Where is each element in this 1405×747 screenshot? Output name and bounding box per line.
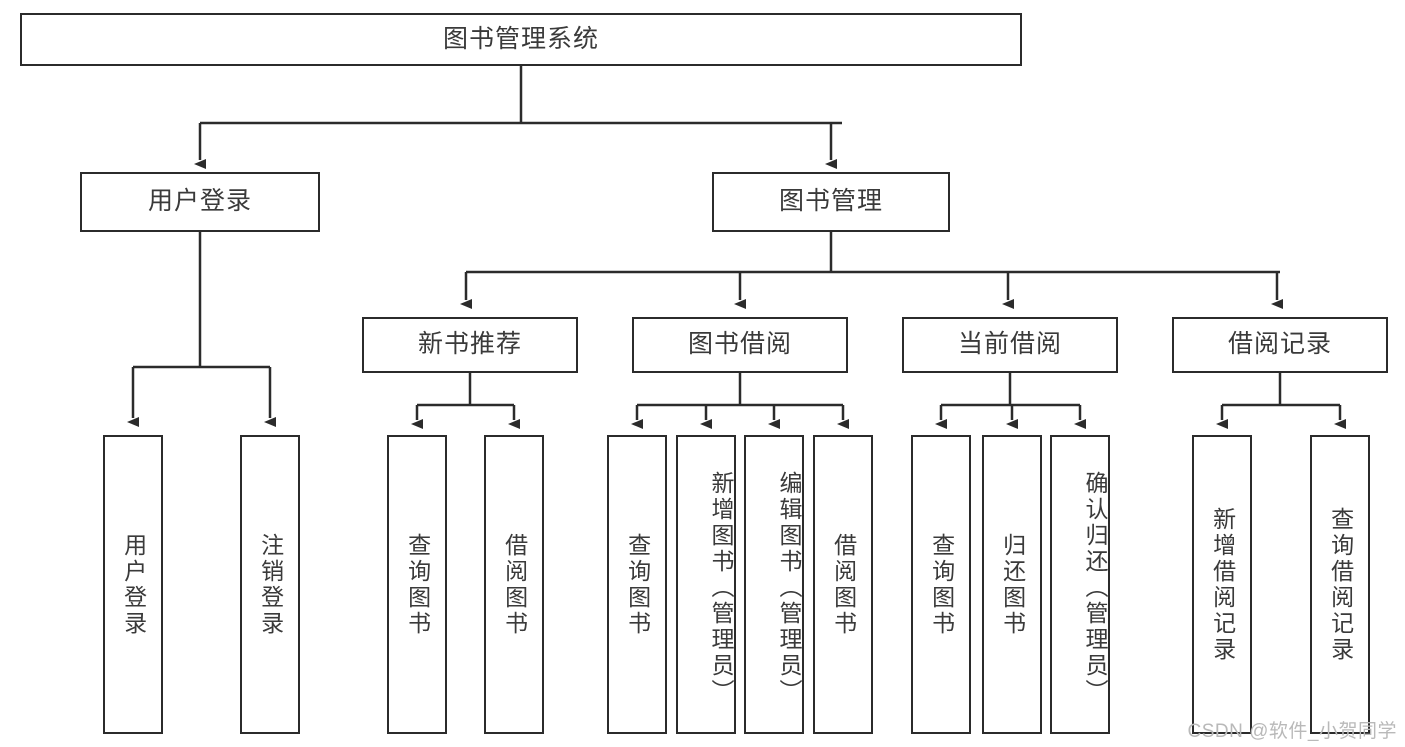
leaf-confirm-return-admin-label: 确认归还（管理员） <box>1082 470 1108 705</box>
node-current-borrow[interactable]: 当前借阅 <box>902 317 1118 373</box>
node-book-management[interactable]: 图书管理 <box>712 172 950 232</box>
node-book-management-label: 图书管理 <box>778 187 883 216</box>
leaf-lend-book[interactable]: 借阅图书 <box>813 435 873 734</box>
node-new-book-recommend[interactable]: 新书推荐 <box>362 317 578 373</box>
node-current-borrow-label: 当前借阅 <box>957 330 1062 359</box>
node-user-login-label: 用户登录 <box>147 187 252 216</box>
leaf-query-book-borrow[interactable]: 查询图书 <box>607 435 667 734</box>
leaf-query-book-current[interactable]: 查询图书 <box>911 435 971 734</box>
leaf-lend-book-label: 借阅图书 <box>830 532 857 637</box>
node-root-system[interactable]: 图书管理系统 <box>20 13 1022 66</box>
leaf-logout[interactable]: 注销登录 <box>240 435 300 734</box>
node-book-borrow[interactable]: 图书借阅 <box>632 317 848 373</box>
leaf-add-borrow-record[interactable]: 新增借阅记录 <box>1192 435 1252 734</box>
csdn-watermark: CSDN @软件_小贺同学 <box>1187 721 1397 742</box>
leaf-borrow-book-recommend[interactable]: 借阅图书 <box>484 435 544 734</box>
node-borrow-record[interactable]: 借阅记录 <box>1172 317 1388 373</box>
leaf-edit-book-admin[interactable]: 编辑图书（管理员） <box>744 435 804 734</box>
leaf-logout-label: 注销登录 <box>257 532 284 637</box>
node-user-login[interactable]: 用户登录 <box>80 172 320 232</box>
node-book-borrow-label: 图书借阅 <box>687 330 792 359</box>
node-new-book-recommend-label: 新书推荐 <box>417 330 522 359</box>
leaf-user-login-label: 用户登录 <box>120 532 147 637</box>
leaf-query-book-recommend[interactable]: 查询图书 <box>387 435 447 734</box>
leaf-borrow-book-recommend-label: 借阅图书 <box>501 532 528 637</box>
leaf-return-book-label: 归还图书 <box>999 532 1026 637</box>
leaf-query-book-recommend-label: 查询图书 <box>404 532 431 637</box>
leaf-return-book[interactable]: 归还图书 <box>982 435 1042 734</box>
leaf-add-book-admin[interactable]: 新增图书（管理员） <box>676 435 736 734</box>
leaf-query-book-borrow-label: 查询图书 <box>624 532 651 637</box>
leaf-query-borrow-record[interactable]: 查询借阅记录 <box>1310 435 1370 734</box>
leaf-add-borrow-record-label: 新增借阅记录 <box>1209 506 1236 663</box>
leaf-edit-book-admin-label: 编辑图书（管理员） <box>776 470 802 705</box>
leaf-query-book-current-label: 查询图书 <box>928 532 955 637</box>
node-root-system-label: 图书管理系统 <box>442 24 599 53</box>
leaf-confirm-return-admin[interactable]: 确认归还（管理员） <box>1050 435 1110 734</box>
leaf-query-borrow-record-label: 查询借阅记录 <box>1327 506 1354 663</box>
leaf-user-login[interactable]: 用户登录 <box>103 435 163 734</box>
leaf-add-book-admin-label: 新增图书（管理员） <box>708 470 734 705</box>
node-borrow-record-label: 借阅记录 <box>1227 330 1332 359</box>
